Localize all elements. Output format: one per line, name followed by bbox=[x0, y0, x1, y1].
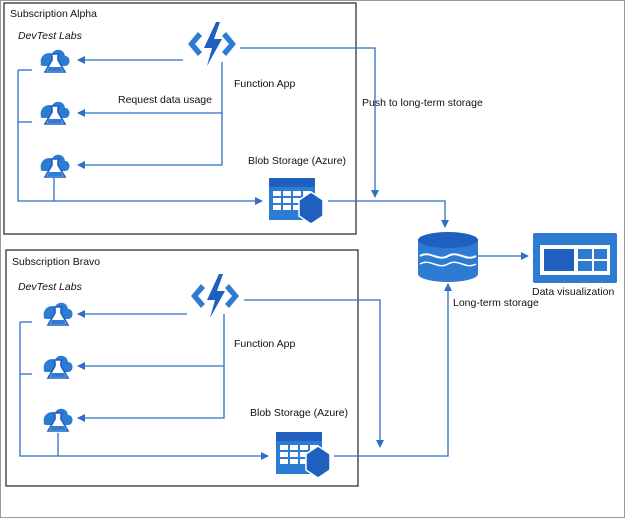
subscription-alpha-title: Subscription Alpha bbox=[10, 8, 97, 20]
function-app-icon bbox=[191, 274, 239, 318]
alpha-blob-storage-label: Blob Storage (Azure) bbox=[248, 155, 347, 167]
subscription-bravo-frame bbox=[5, 249, 359, 487]
devtest-lab-icon bbox=[42, 301, 74, 326]
subscription-bravo-title: Subscription Bravo bbox=[12, 256, 101, 268]
data-visualization-label: Data visualization bbox=[532, 286, 615, 298]
bravo-connectors bbox=[19, 283, 452, 460]
devtest-lab-icon bbox=[39, 48, 71, 73]
sql-database-icon bbox=[418, 232, 478, 282]
request-data-usage-label: Request data usage bbox=[118, 94, 212, 106]
blob-storage-icon bbox=[268, 177, 324, 225]
bravo-devtest-labs-label: DevTest Labs bbox=[18, 281, 82, 293]
push-to-longterm-label: Push to long-term storage bbox=[362, 97, 483, 109]
blob-storage-icon bbox=[275, 431, 331, 479]
devtest-lab-icon bbox=[42, 354, 74, 379]
subscription-alpha-frame bbox=[3, 2, 357, 235]
alpha-devtest-labs-label: DevTest Labs bbox=[18, 30, 82, 42]
alpha-function-app-label: Function App bbox=[234, 78, 296, 90]
longterm-storage-label: Long-term storage bbox=[453, 297, 539, 309]
devtest-lab-icon bbox=[39, 100, 71, 125]
function-app-icon bbox=[188, 22, 236, 66]
bravo-blob-storage-label: Blob Storage (Azure) bbox=[250, 407, 349, 419]
devtest-lab-icon bbox=[39, 153, 71, 178]
devtest-lab-icon bbox=[42, 407, 74, 432]
alpha-connectors bbox=[17, 47, 449, 228]
dashboard-icon bbox=[533, 233, 617, 283]
bravo-function-app-label: Function App bbox=[234, 338, 296, 350]
